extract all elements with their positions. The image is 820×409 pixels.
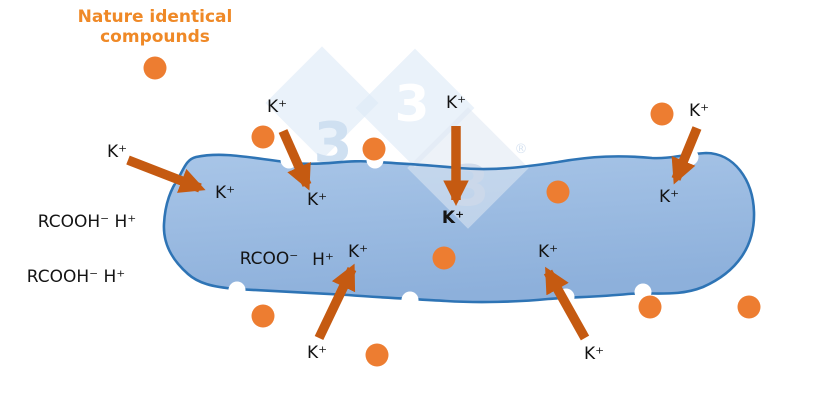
k-ion-label: K⁺ bbox=[306, 343, 328, 363]
compound-dot bbox=[432, 246, 456, 270]
watermark-digit: 3 bbox=[314, 111, 353, 176]
compound-dot bbox=[546, 180, 570, 204]
compound-dot bbox=[650, 102, 674, 126]
acid-label: RCOO⁻ bbox=[239, 249, 299, 269]
compound-dot bbox=[251, 125, 275, 149]
compound-dot bbox=[143, 56, 167, 80]
compound-dot bbox=[638, 295, 662, 319]
acid-label: RCOOH⁻ H⁺ bbox=[37, 212, 137, 232]
registered-mark: ® bbox=[515, 142, 528, 157]
ion-flow-arrow bbox=[126, 155, 206, 193]
ion-flow-arrow bbox=[314, 263, 357, 341]
watermark-diamond bbox=[265, 46, 379, 160]
acid-label: RCOOH⁻ H⁺ bbox=[26, 267, 126, 287]
k-ion-label: K⁺ bbox=[583, 344, 605, 364]
k-ion-label: K⁺ bbox=[306, 190, 328, 210]
acid-label: H⁺ bbox=[312, 250, 334, 270]
compound-dot bbox=[251, 304, 275, 328]
k-ion-label: K⁺ bbox=[445, 93, 467, 113]
k-ion-label: K⁺ bbox=[347, 242, 369, 262]
k-ion-label: K⁺ bbox=[214, 183, 236, 203]
k-ion-label: K⁺ bbox=[688, 101, 710, 121]
compound-dot bbox=[362, 137, 386, 161]
legend-title-line2: compounds bbox=[100, 27, 210, 47]
compound-dots-group bbox=[143, 56, 761, 367]
k-ion-label: K⁺ bbox=[441, 208, 465, 228]
k-ion-label: K⁺ bbox=[106, 142, 128, 162]
compound-dot bbox=[737, 295, 761, 319]
cell-membrane-border bbox=[162, 151, 756, 304]
ion-flow-arrow bbox=[671, 126, 702, 185]
k-ion-label: K⁺ bbox=[658, 187, 680, 207]
legend-title-line1: Nature identical bbox=[77, 7, 233, 27]
legend-title: Nature identical compounds bbox=[70, 7, 240, 47]
membrane-pore bbox=[401, 291, 419, 309]
ion-arrows-group bbox=[126, 126, 702, 341]
ion-flow-arrow bbox=[543, 266, 590, 341]
k-ion-label: K⁺ bbox=[537, 242, 559, 262]
k-ion-label: K⁺ bbox=[266, 97, 288, 117]
ion-flow-arrow bbox=[278, 129, 312, 191]
membrane-pore bbox=[228, 281, 246, 299]
compound-dot bbox=[365, 343, 389, 367]
watermark-digit: 3 bbox=[395, 75, 430, 133]
bacterial-cell-body bbox=[163, 153, 755, 303]
